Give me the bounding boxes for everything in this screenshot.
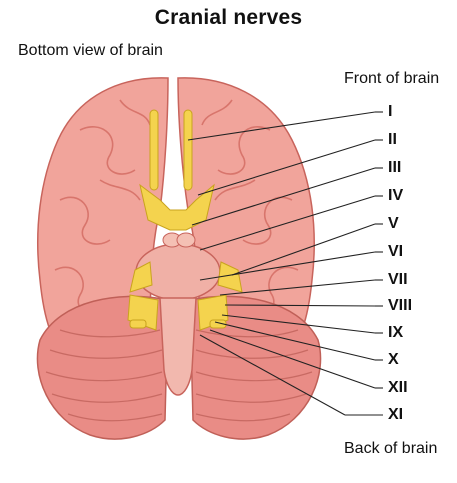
leader-line-XII: [209, 329, 376, 389]
nerve-label-II: II: [388, 131, 397, 148]
leader-line-VIII: [224, 304, 376, 307]
trigeminal-left: [129, 261, 153, 293]
nerve-label-I: I: [388, 103, 393, 120]
olfactory-tract-left: [149, 109, 159, 191]
nerve-label-IV: IV: [388, 187, 404, 204]
hypoglossal-right: [209, 319, 227, 329]
cerebellum-right: [189, 295, 322, 440]
nerve-label-X: X: [388, 351, 399, 368]
leader-line-II: [197, 139, 376, 196]
leader-line-IV: [199, 195, 376, 251]
leader-line-I: [187, 111, 376, 141]
nerve-label-XI: XI: [388, 406, 404, 423]
cerebellum: [36, 295, 322, 440]
nerve-label-III: III: [388, 159, 402, 176]
hypoglossal-left: [129, 319, 147, 329]
leader-line-XI: [199, 334, 346, 416]
brainstem: [135, 232, 221, 396]
leader-line-VII: [219, 279, 376, 296]
nerve-label-V: V: [388, 215, 399, 232]
cerebellum-left: [36, 295, 169, 440]
nerve-label-VIII: VIII: [388, 297, 413, 314]
nerve-label-XII: XII: [388, 379, 408, 396]
leader-line-IX: [221, 314, 376, 334]
front-of-brain-label: Front of brain: [344, 70, 440, 87]
optic-chiasm: [139, 183, 215, 231]
nerve-label-IX: IX: [388, 324, 404, 341]
cranial-nerve-shapes: [127, 109, 243, 331]
diagram-title: Cranial nerves: [154, 6, 303, 29]
medulla: [159, 297, 197, 396]
view-subtitle: Bottom view of brain: [18, 42, 163, 59]
leader-line-III: [191, 167, 376, 226]
leader-lines: [187, 111, 383, 416]
nerve-label-VI: VI: [388, 243, 404, 260]
leader-line-VI: [199, 251, 376, 281]
olfactory-tract-right: [183, 109, 193, 191]
leader-line-X: [214, 321, 376, 361]
nerve-label-VII: VII: [388, 271, 408, 288]
leader-line-V: [231, 223, 376, 276]
back-of-brain-label: Back of brain: [344, 440, 438, 457]
mammillary-body-right: [176, 232, 196, 248]
